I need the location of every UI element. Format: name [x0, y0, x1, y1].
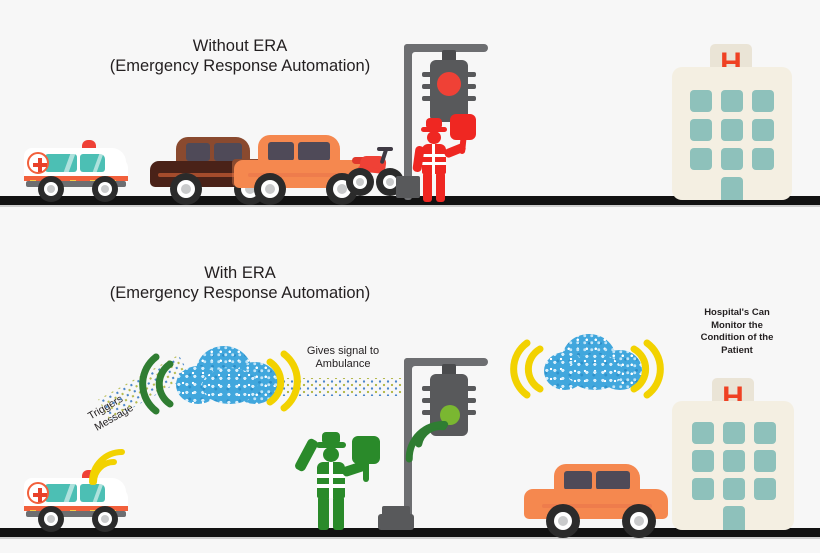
- ambulance-icon-top: [16, 136, 134, 202]
- wireless-signal-icon-yellow-cloud-right-left: [510, 339, 548, 399]
- wheel: [92, 506, 118, 532]
- wireless-signal-icon-green-cloud: [136, 353, 178, 415]
- wheel: [622, 504, 656, 538]
- gives-signal-label: Gives signal to Ambulance: [306, 345, 380, 370]
- stop-sign-icon: [450, 114, 476, 140]
- road-bottom: [0, 528, 820, 539]
- cloud-icon-right: [544, 334, 644, 394]
- data-transmission-icon-cloud-to-light: [280, 378, 402, 396]
- traffic-light-lamp-red: [437, 72, 461, 96]
- ambulance-chassis: [26, 511, 126, 517]
- panel-title-with-era: With ERA (Emergency Response Automation): [109, 264, 371, 302]
- ambulance-window-rear: [45, 154, 77, 172]
- hospital-building-icon-bottom: H: [666, 378, 798, 530]
- wheel: [170, 173, 202, 205]
- wheel: [38, 506, 64, 532]
- motorcycle-icon: [344, 144, 414, 196]
- hospital-door: [721, 177, 743, 200]
- cloud-icon-left: [176, 346, 280, 408]
- traffic-light-lamp-green: [440, 405, 460, 425]
- wheel: [254, 173, 286, 205]
- medical-cross-icon: [27, 482, 49, 504]
- traffic-officer-icon-stop: [408, 114, 478, 202]
- ambulance-chassis: [26, 181, 126, 187]
- wheel: [346, 168, 374, 196]
- wireless-signal-icon-yellow-cloud-right-right: [626, 339, 664, 399]
- hospital-monitor-label: Hospital's Can Monitor the Condition of …: [700, 307, 774, 356]
- ambulance-window-rear: [45, 484, 77, 502]
- wheel: [546, 504, 580, 538]
- wireless-signal-icon-yellow-cloud-left: [262, 350, 308, 412]
- traffic-officer-icon-go: [293, 432, 380, 530]
- road-top: [0, 196, 820, 207]
- wheel: [38, 176, 64, 202]
- ambulance-icon-bottom: [16, 466, 134, 532]
- hospital-door: [723, 506, 745, 530]
- wireless-signal-icon-ambulance: [88, 449, 130, 488]
- hospital-building-icon-top: H: [666, 44, 798, 200]
- ambulance-stripe: [24, 506, 128, 511]
- medical-cross-icon: [27, 152, 49, 174]
- ambulance-beacon-icon: [82, 140, 96, 150]
- wheel: [92, 176, 118, 202]
- wireless-signal-icon-traffic-light: [405, 418, 456, 482]
- ambulance-window-front: [80, 484, 105, 502]
- wheel: [376, 168, 404, 196]
- car-icon-orange-bottom: [522, 460, 672, 538]
- panel-title-without-era: Without ERA (Emergency Response Automati…: [109, 37, 371, 75]
- ambulance-beacon-icon: [82, 470, 96, 480]
- ambulance-window-front: [80, 154, 105, 172]
- ambulance-stripe: [24, 176, 128, 181]
